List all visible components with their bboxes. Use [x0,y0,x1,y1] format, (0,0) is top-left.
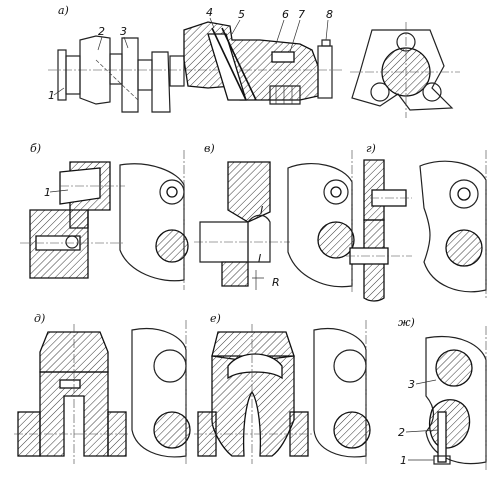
callout-a-8: 8 [326,8,333,21]
panel-d-label: д) [34,312,45,325]
panel-g-end-view [419,160,487,293]
callout-zh-2: 2 [398,426,405,439]
panel-a-bolt [271,51,295,63]
panel-b-end-view [119,163,185,282]
callout-a-7: 7 [298,8,305,21]
panel-a-flange [57,49,67,101]
panel-zh-upper-pin [435,349,473,387]
panel-a-label: а) [58,4,69,17]
callout-a-2: 2 [98,25,105,38]
panel-b-label: б) [30,142,41,155]
callout-a-6: 6 [282,8,289,21]
panel-v-upper-cheek [227,161,271,223]
panel-a-cheek-1 [79,35,111,105]
callout-b-1: 1 [44,186,51,199]
panel-g: г) [346,142,487,302]
panel-g-label: г) [366,142,376,155]
panel-d-body [39,371,109,457]
callout-a-5: 5 [238,8,245,21]
panel-zh-lower-pin [429,399,471,449]
panel-b: б) 1 [20,142,189,290]
panel-zh: ж) 3 2 1 [398,316,487,472]
panel-v-label: в) [204,142,215,155]
callout-zh-3: 3 [408,378,415,391]
panel-zh-label: ж) [398,316,415,329]
panel-a-end-view [351,29,454,111]
panel-zh-bolt [437,411,447,463]
panel-d: д) [14,312,191,466]
callout-a-4: 4 [206,6,213,19]
callout-a-3: 3 [120,25,127,38]
panel-a-oil-channel [95,59,139,101]
mark-v-I-upper: I [260,204,263,217]
panel-v: в) I I R [194,142,355,292]
panel-e: е) [194,312,371,466]
callout-a-1: 1 [48,89,55,102]
callout-zh-1: 1 [400,454,407,467]
panel-e-label: е) [210,312,221,325]
mark-v-I-lower: I [258,252,261,265]
panel-a: а) 1 2 3 4 5 [48,4,460,118]
mark-v-R: R [272,276,280,289]
